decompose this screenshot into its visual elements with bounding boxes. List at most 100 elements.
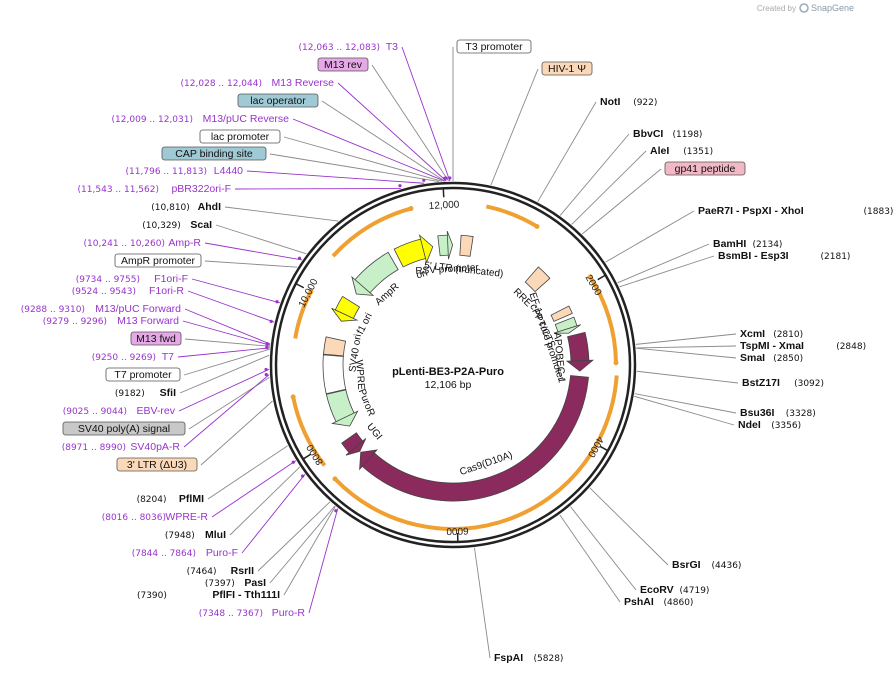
site-f1ori-f[interactable]: F1ori-F(9734 .. 9755) bbox=[76, 273, 188, 285]
feature-rsv-promoter[interactable] bbox=[437, 230, 454, 260]
site-m13-puc-reverse[interactable]: M13/pUC Reverse(12,009 .. 12,031) bbox=[112, 113, 290, 125]
site-smai[interactable]: SmaI(2850) bbox=[740, 352, 803, 364]
feature-label-text: M13 rev bbox=[324, 59, 363, 71]
site-ahdi[interactable]: AhdI(10,810) bbox=[151, 201, 221, 213]
site-pasi[interactable]: PasI(7397) bbox=[205, 577, 266, 589]
site-pshai[interactable]: PshAI(4860) bbox=[624, 596, 693, 608]
site-xcmi[interactable]: XcmI(2810) bbox=[740, 328, 803, 340]
plasmid-name: pLenti-BE3-P2A-Puro bbox=[392, 366, 504, 378]
feature-ori[interactable] bbox=[393, 234, 434, 268]
primer-coords: (8016 .. 8036) bbox=[102, 513, 166, 523]
feature-f1-ori[interactable] bbox=[331, 295, 361, 322]
site-l4440[interactable]: L4440(11,796 .. 11,813) bbox=[126, 165, 244, 177]
site-pflmi[interactable]: PflMI(8204) bbox=[137, 493, 205, 505]
leader-line bbox=[257, 501, 331, 572]
site-ecorv[interactable]: EcoRV(4719) bbox=[640, 584, 709, 596]
site-m13-forward[interactable]: M13 Forward(9279 .. 9296) bbox=[43, 315, 179, 327]
site-bsrgi[interactable]: BsrGI(4436) bbox=[672, 559, 741, 571]
site-gp41-peptide[interactable]: gp41 peptide bbox=[664, 161, 746, 176]
site-ampr-promoter[interactable]: AmpR promoter bbox=[114, 253, 202, 268]
feature-puror[interactable] bbox=[325, 389, 359, 427]
leader-line bbox=[283, 506, 336, 596]
site-ndei[interactable]: NdeI(3356) bbox=[738, 419, 801, 431]
site-mlui[interactable]: MluI(7948) bbox=[165, 529, 226, 541]
site-t7[interactable]: T7(9250 .. 9269) bbox=[92, 351, 174, 363]
site-puro-f[interactable]: Puro-F(7844 .. 7864) bbox=[132, 547, 238, 559]
feature-ugi[interactable] bbox=[341, 432, 367, 456]
primer-name: T3 bbox=[386, 41, 398, 53]
arc-end-marker bbox=[308, 288, 314, 294]
leader-line bbox=[179, 354, 270, 394]
site-rsrii[interactable]: RsrII(7464) bbox=[187, 565, 255, 577]
enzyme-coords: (2134) bbox=[753, 240, 783, 250]
site-m13-fwd[interactable]: M13 fwd bbox=[130, 331, 182, 346]
site-m13-reverse[interactable]: M13 Reverse(12,028 .. 12,044) bbox=[181, 77, 335, 89]
site-puro-r[interactable]: Puro-R(7348 .. 7367) bbox=[199, 607, 306, 619]
site-ebv-rev[interactable]: EBV-rev(9025 .. 9044) bbox=[63, 405, 176, 417]
site-pflfi-tth111i[interactable]: PflFI - Tth111I(7390) bbox=[137, 589, 280, 601]
primer-marker bbox=[269, 319, 273, 323]
site-amp-r[interactable]: Amp-R(10,241 .. 10,260) bbox=[84, 237, 202, 249]
leader-line bbox=[283, 136, 443, 182]
primer-name: Puro-R bbox=[272, 607, 306, 619]
site-f1ori-r[interactable]: F1ori-R(9524 .. 9543) bbox=[72, 285, 185, 297]
site-bamhi[interactable]: BamHI(2134) bbox=[713, 238, 782, 250]
site-paer7i-pspxi-xhoi[interactable]: PaeR7I - PspXI - XhoI(1883) bbox=[698, 205, 893, 217]
feature-label-text: gp41 peptide bbox=[675, 163, 736, 175]
feature-cas9-d10a[interactable] bbox=[359, 375, 589, 502]
site-cap-binding-site[interactable]: CAP binding site bbox=[161, 146, 267, 161]
site-t3-promoter[interactable]: T3 promoter bbox=[456, 39, 532, 54]
site-bstz17i[interactable]: BstZ17I(3092) bbox=[742, 377, 824, 389]
site-3-ltr-u3[interactable]: 3' LTR (ΔU3) bbox=[116, 457, 198, 472]
enzyme-name: XcmI bbox=[740, 328, 765, 340]
site-lac-promoter[interactable]: lac promoter bbox=[199, 129, 281, 144]
site-scai[interactable]: ScaI(10,329) bbox=[142, 219, 212, 231]
feature-label-box bbox=[114, 253, 202, 268]
site-wpre-r[interactable]: WPRE-R(8016 .. 8036) bbox=[102, 511, 209, 523]
primer-marker bbox=[264, 373, 268, 377]
site-bsmbi-esp3i[interactable]: BsmBI - Esp3I(2181) bbox=[718, 250, 850, 262]
feature-ef-1-core-promoter[interactable] bbox=[553, 316, 581, 334]
site-t7-promoter[interactable]: T7 promoter bbox=[105, 367, 181, 382]
brand-text: SnapGene bbox=[811, 3, 854, 13]
site-alei[interactable]: AleI(1351) bbox=[650, 145, 713, 157]
feature-apobec-1[interactable] bbox=[565, 331, 595, 372]
leader-line bbox=[635, 333, 737, 345]
leader-line bbox=[184, 308, 271, 345]
feature-arcs bbox=[290, 204, 619, 531]
feature-label-text: HIV-1 Ψ bbox=[548, 63, 586, 75]
leader-line bbox=[183, 374, 270, 448]
site-sv40pa-r[interactable]: SV40pA-R(8971 .. 8990) bbox=[62, 441, 181, 453]
site-lac-operator[interactable]: lac operator bbox=[237, 93, 319, 108]
leader-line bbox=[570, 506, 637, 591]
feature-ampr[interactable] bbox=[351, 251, 399, 296]
feature-cppt-cts[interactable] bbox=[550, 305, 573, 322]
site-t3[interactable]: T3(12,063 .. 12,083) bbox=[299, 41, 399, 53]
leader-line bbox=[308, 508, 339, 614]
site-noti[interactable]: NotI(922) bbox=[600, 96, 657, 108]
primer-name: Puro-F bbox=[206, 547, 238, 559]
site-fspai[interactable]: FspAI(5828) bbox=[494, 652, 563, 664]
site-bsu36i[interactable]: Bsu36I(3328) bbox=[740, 407, 816, 419]
site-sfii[interactable]: SfiI(9182) bbox=[115, 387, 176, 399]
primer-coords: (9524 .. 9543) bbox=[72, 287, 136, 297]
feature-sv40-ori[interactable] bbox=[323, 336, 347, 357]
enzyme-name: PshAI bbox=[624, 596, 654, 608]
feature-label-box bbox=[161, 146, 267, 161]
site-m13-rev[interactable]: M13 rev bbox=[317, 57, 369, 72]
leader-line bbox=[200, 400, 273, 466]
site-m13-puc-forward[interactable]: M13/pUC Forward(9288 .. 9310) bbox=[21, 303, 181, 315]
feature-label-text: T7 promoter bbox=[114, 369, 172, 381]
feature-rre[interactable] bbox=[524, 266, 551, 293]
feature-5-ltr-truncated[interactable] bbox=[459, 234, 474, 257]
site-pbr322ori-f[interactable]: pBR322ori-F(11,543 .. 11,562) bbox=[78, 183, 231, 195]
site-bbvci[interactable]: BbvCI(1198) bbox=[633, 128, 702, 140]
site-sv40-poly-a-signal[interactable]: SV40 poly(A) signal bbox=[62, 421, 186, 436]
site-tspmi-xmai[interactable]: TspMI - XmaI(2848) bbox=[740, 340, 866, 352]
site-hiv-1[interactable]: HIV-1 Ψ bbox=[541, 61, 593, 76]
feature-wpre[interactable] bbox=[322, 354, 347, 395]
primer-coords: (11,796 .. 11,813) bbox=[126, 167, 207, 177]
leader-line bbox=[246, 170, 425, 184]
primer-marker bbox=[422, 178, 426, 182]
